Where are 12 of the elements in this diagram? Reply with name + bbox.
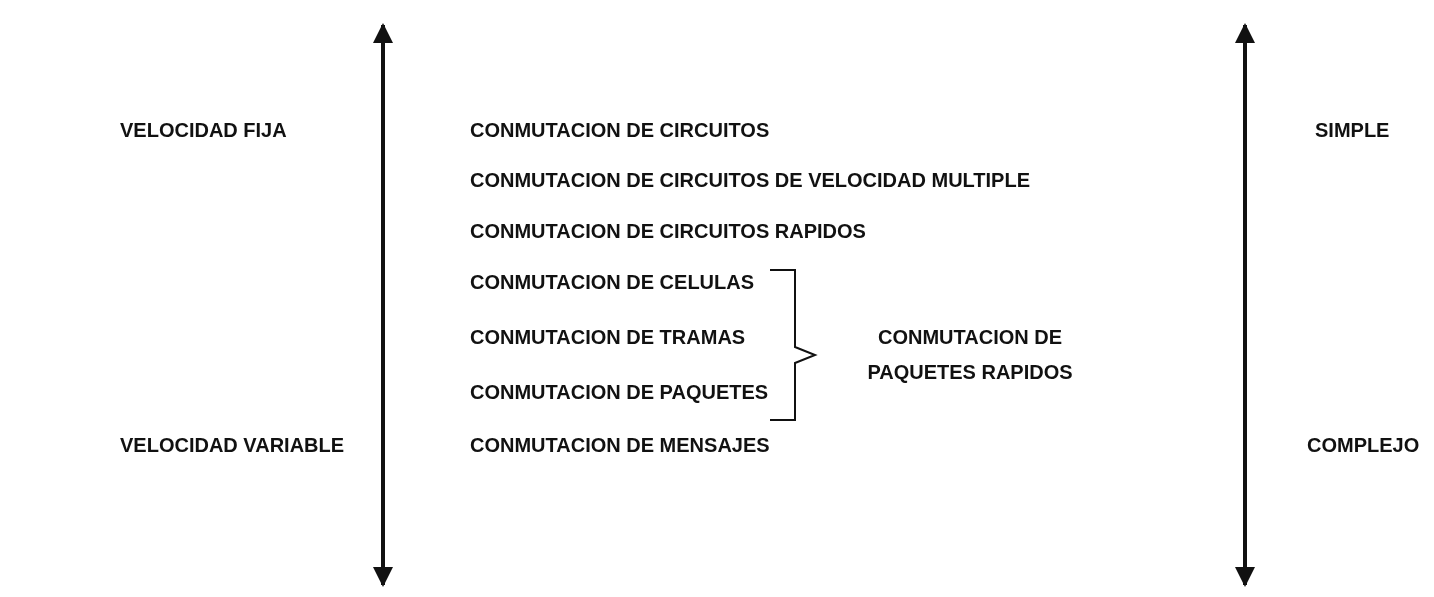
scale-label: CONMUTACION DE CIRCUITOS (470, 118, 770, 143)
scale-label: VELOCIDAD VARIABLE (120, 433, 345, 458)
scale-label: CONMUTACION DE PAQUETES (470, 380, 769, 405)
scale-label: CONMUTACION DE MENSAJES (470, 433, 770, 458)
scale-label: CONMUTACION DE CELULAS (470, 270, 755, 295)
scale-label: CONMUTACION DE CIRCUITOS RAPIDOS (470, 219, 866, 244)
scale-label: SIMPLE (1315, 118, 1390, 143)
scale-label: CONMUTACION DE TRAMAS (470, 325, 746, 350)
scale-label: COMPLEJO (1307, 433, 1420, 458)
scale-label: CONMUTACION DE PAQUETES RAPIDOS (866, 325, 1074, 385)
scale-label: CONMUTACION DE CIRCUITOS DE VELOCIDAD MULTIPLE (470, 168, 1030, 193)
scale-label: VELOCIDAD FIJA (120, 118, 287, 143)
